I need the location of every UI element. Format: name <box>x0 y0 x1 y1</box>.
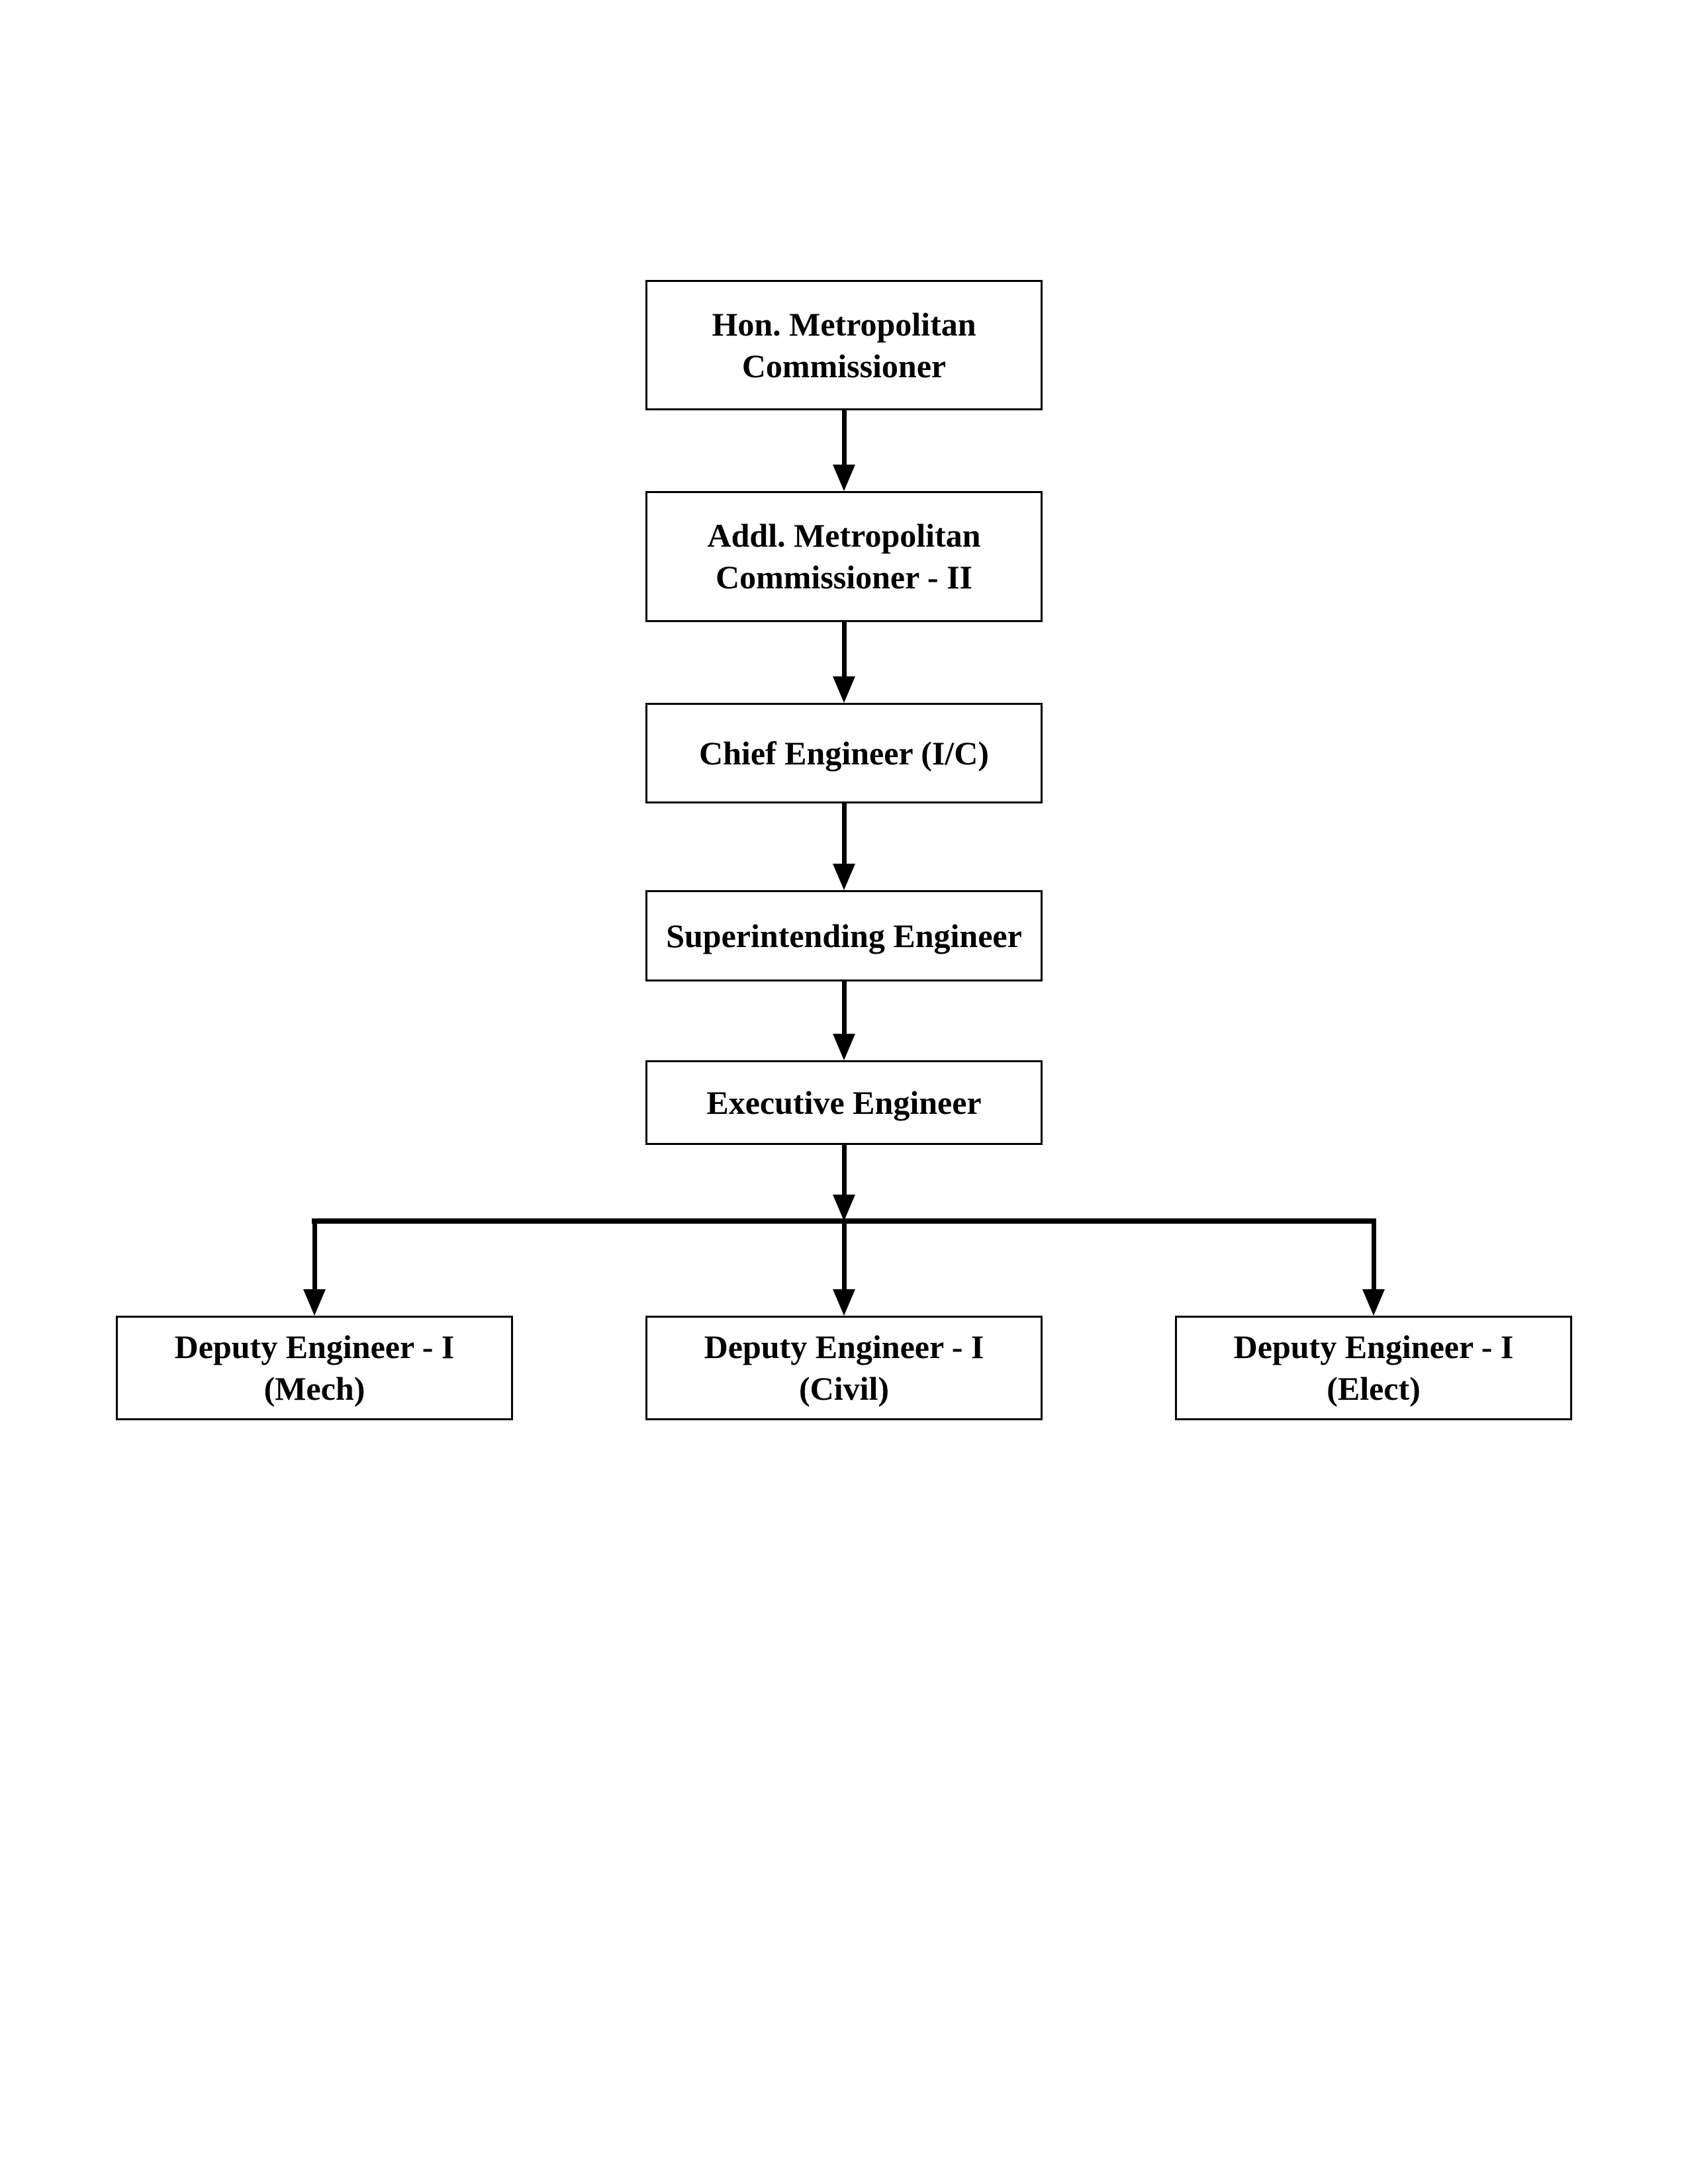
node-label-line-2: (Mech) <box>263 1370 365 1407</box>
node-label-line-1: Chief Engineer (I/C) <box>699 734 989 772</box>
node-label-line-2: (Elect) <box>1327 1370 1421 1407</box>
down-arrowhead-icon <box>1362 1289 1385 1316</box>
node-hon-metropolitan-commissioner: Hon. Metropolitan Commissioner <box>645 280 1043 410</box>
node-chief-engineer: Chief Engineer (I/C) <box>645 703 1043 803</box>
node-executive-engineer: Executive Engineer <box>645 1060 1043 1145</box>
arrow-branch-to-elect <box>1362 1224 1385 1316</box>
node-label-line-2: Commissioner <box>741 347 947 385</box>
node-superintending-engineer: Superintending Engineer <box>645 890 1043 981</box>
node-deputy-engineer-mech: Deputy Engineer - I (Mech) <box>116 1316 513 1420</box>
arrow-branch-to-civil <box>833 1224 855 1316</box>
node-label-line-2: (Civil) <box>798 1370 890 1407</box>
arrow-shaft <box>841 410 847 465</box>
arrow-shaft <box>841 1145 847 1195</box>
node-label: Addl. Metropolitan Commissioner - II <box>708 515 981 598</box>
arrow-shaft <box>841 1224 847 1289</box>
node-label-line-1: Addl. Metropolitan <box>707 517 981 554</box>
arrow-hon-to-addl <box>833 410 855 491</box>
arrow-shaft <box>841 622 847 676</box>
arrow-shaft <box>841 803 847 864</box>
node-label-line-1: Hon. Metropolitan <box>712 305 976 343</box>
node-deputy-engineer-civil: Deputy Engineer - I (Civil) <box>645 1316 1043 1420</box>
arrow-ee-to-branch <box>833 1145 855 1221</box>
down-arrowhead-icon <box>833 1289 855 1316</box>
arrow-chief-to-se <box>833 803 855 890</box>
arrow-branch-to-mech <box>303 1224 326 1316</box>
node-label-line-1: Executive Engineer <box>706 1083 982 1121</box>
down-arrowhead-icon <box>833 1034 855 1060</box>
arrow-addl-to-chief <box>833 622 855 703</box>
arrow-shaft <box>1371 1224 1376 1289</box>
node-label: Chief Engineer (I/C) <box>699 733 989 774</box>
branch-connector-line <box>312 1218 1376 1224</box>
node-label-line-2: Commissioner - II <box>716 559 972 596</box>
arrow-shaft <box>312 1224 317 1289</box>
node-label-line-1: Deputy Engineer - I <box>174 1328 455 1365</box>
down-arrowhead-icon <box>833 676 855 703</box>
node-label: Hon. Metropolitan Commissioner <box>712 304 976 387</box>
down-arrowhead-icon <box>833 465 855 491</box>
node-label-line-1: Deputy Engineer - I <box>1233 1328 1514 1365</box>
node-label-line-1: Deputy Engineer - I <box>704 1328 984 1365</box>
arrow-se-to-ee <box>833 981 855 1060</box>
down-arrowhead-icon <box>833 1195 855 1221</box>
node-label: Executive Engineer <box>706 1082 981 1124</box>
node-label: Deputy Engineer - I (Civil) <box>704 1326 984 1410</box>
node-label: Superintending Engineer <box>666 915 1022 957</box>
node-addl-metropolitan-commissioner-ii: Addl. Metropolitan Commissioner - II <box>645 491 1043 622</box>
node-label-line-1: Superintending Engineer <box>666 917 1022 954</box>
node-deputy-engineer-elect: Deputy Engineer - I (Elect) <box>1175 1316 1572 1420</box>
down-arrowhead-icon <box>833 864 855 890</box>
down-arrowhead-icon <box>303 1289 326 1316</box>
node-label: Deputy Engineer - I (Mech) <box>175 1326 455 1410</box>
node-label: Deputy Engineer - I (Elect) <box>1234 1326 1514 1410</box>
arrow-shaft <box>841 981 847 1034</box>
